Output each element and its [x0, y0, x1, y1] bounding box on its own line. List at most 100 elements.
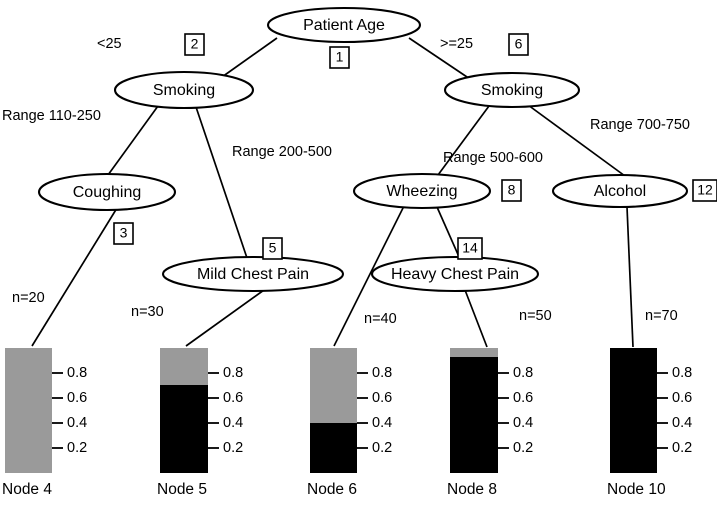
node-ellipse [551, 173, 689, 209]
number-box [508, 33, 529, 56]
number-box [184, 33, 205, 56]
node-patient-age[interactable]: Patient Age [266, 6, 422, 44]
edge-wheezing-to-heavypain [436, 206, 461, 260]
edge-label-range-700-750: Range 700-750 [590, 117, 690, 133]
axis-tick-label: 0.4 [67, 415, 87, 431]
node-label: Wheezing [386, 183, 457, 200]
barchart-caption: Node 10 [607, 481, 666, 498]
barchart-caption: Node 8 [447, 481, 497, 498]
sample-size-node5: n=30 [131, 304, 164, 320]
edge-smoking-left-to-mildpain [195, 106, 248, 259]
node-ellipse [37, 172, 177, 212]
axis-tick-label: 0.6 [372, 390, 392, 406]
node-label: Smoking [481, 82, 543, 99]
edge-smoking-right-to-alcohol [527, 104, 626, 177]
node-mild-chest-pain[interactable]: Mild Chest Pain [161, 255, 345, 293]
number-box-label: 2 [191, 36, 199, 52]
node-label: Alcohol [594, 183, 646, 200]
axis-tick-label: 0.8 [223, 365, 243, 381]
node-number-3: 3 [113, 222, 134, 245]
edge-label-lt25: <25 [97, 36, 122, 52]
axis-tick-label: 0.6 [223, 390, 243, 406]
sample-size-labels: n=20 n=30 n=40 n=50 n=70 [12, 290, 678, 327]
sample-size-node10: n=70 [645, 308, 678, 324]
axis-tick-label: 0.2 [672, 440, 692, 456]
barchart-caption: Node 4 [2, 481, 52, 498]
axis-tick-label: 0.6 [513, 390, 533, 406]
axis-tick-label: 0.8 [67, 365, 87, 381]
edge-root-to-smoking-right [408, 37, 471, 80]
node-ellipse [161, 255, 345, 293]
axis-tick-label: 0.8 [513, 365, 533, 381]
sample-size-node8: n=50 [519, 308, 552, 324]
number-box-label: 5 [269, 240, 277, 256]
node-label: Patient Age [303, 17, 385, 34]
edge-mildpain-to-node5 [185, 289, 265, 347]
node-ellipse [266, 6, 422, 44]
node-number-5: 5 [262, 237, 283, 260]
edge-label-gte25: >=25 [440, 36, 473, 52]
axis-tick-label: 0.4 [513, 415, 533, 431]
edge-root-to-smoking-left [221, 37, 278, 78]
node-wheezing[interactable]: Wheezing [352, 172, 492, 210]
number-box [692, 179, 717, 202]
axis-tick-label: 0.8 [672, 365, 692, 381]
number-box [329, 46, 350, 69]
tree-edges [31, 37, 634, 348]
node-heavy-chest-pain[interactable]: Heavy Chest Pain [370, 255, 540, 293]
node-ellipse [443, 71, 581, 109]
number-box [262, 237, 283, 260]
number-box [457, 237, 483, 260]
number-box [501, 179, 522, 202]
number-box [113, 222, 134, 245]
axis-tick-label: 0.4 [223, 415, 243, 431]
axis-tick-label: 0.2 [223, 440, 243, 456]
barchart-caption: Node 5 [157, 481, 207, 498]
node-smoking-right[interactable]: Smoking [443, 71, 581, 109]
node-number-12: 12 [692, 179, 717, 202]
edge-alcohol-to-node10 [626, 206, 634, 348]
number-box-label: 8 [508, 182, 516, 198]
axis-tick-label: 0.6 [672, 390, 692, 406]
bar-segment-black [610, 348, 657, 473]
bar-segment-gray [310, 348, 357, 423]
node-ellipse [113, 70, 255, 110]
node-number-2: 2 [184, 33, 205, 56]
axis-tick-label: 0.8 [372, 365, 392, 381]
node-number-14: 14 [457, 237, 483, 260]
edge-heavypain-to-node8 [464, 289, 488, 348]
bar-segment-gray [5, 348, 52, 473]
barchart-caption: Node 6 [307, 481, 357, 498]
edge-smoking-right-to-wheezing [437, 105, 490, 176]
edge-coughing-to-node4 [31, 207, 118, 347]
edge-label-range-110-250: Range 110-250 [2, 108, 101, 124]
node-label: Mild Chest Pain [197, 266, 309, 283]
axis-tick-label: 0.2 [513, 440, 533, 456]
node-alcohol[interactable]: Alcohol [551, 173, 689, 209]
edge-label-range-200-500: Range 200-500 [232, 144, 332, 160]
node-label: Smoking [153, 82, 215, 99]
edge-smoking-left-to-coughing [107, 105, 159, 176]
node-number-8: 8 [501, 179, 522, 202]
bar-segment-gray [450, 348, 498, 357]
axis-tick-label: 0.2 [67, 440, 87, 456]
node-ellipse [370, 255, 540, 293]
sample-size-node4: n=20 [12, 290, 45, 306]
node-label: Heavy Chest Pain [391, 266, 519, 283]
edge-label-range-500-600: Range 500-600 [443, 150, 543, 166]
node-ellipse [352, 172, 492, 210]
node-smoking-left[interactable]: Smoking [113, 70, 255, 110]
bar-segment-black [160, 385, 208, 473]
edge-wheezing-to-node6 [333, 205, 405, 347]
number-box-label: 14 [462, 240, 478, 256]
node-coughing[interactable]: Coughing [37, 172, 177, 212]
sample-size-node6: n=40 [364, 311, 397, 327]
axis-tick-label: 0.4 [672, 415, 692, 431]
number-box-label: 6 [515, 36, 523, 52]
